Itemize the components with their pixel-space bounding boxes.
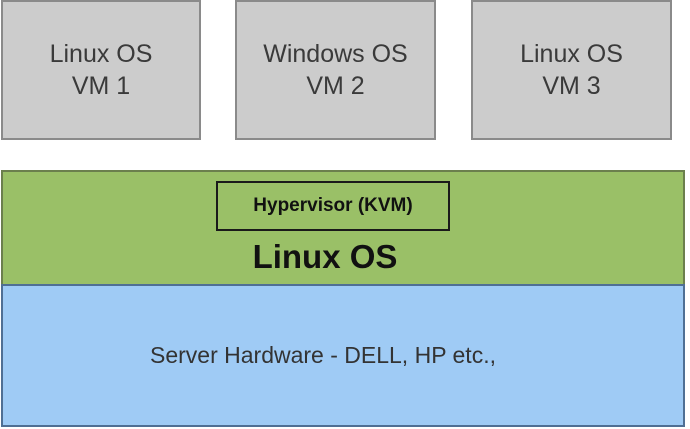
hardware-label: Server Hardware - DELL, HP etc., (150, 342, 496, 368)
hardware-layer: Server Hardware - DELL, HP etc., (1, 284, 685, 427)
vm-1-os-label: Linux OS (49, 40, 153, 68)
hypervisor-label: Hypervisor (KVM) (253, 195, 413, 216)
vm-1-name-label: VM 1 (71, 72, 131, 100)
vm-box-3: Linux OS VM 3 (471, 0, 672, 140)
host-os-layer: Hypervisor (KVM) Linux OS (1, 170, 685, 286)
vm-box-2: Windows OS VM 2 (235, 0, 436, 140)
host-os-title: Linux OS (252, 238, 398, 275)
vm-box-1: Linux OS VM 1 (1, 0, 201, 140)
vm-2-os-label: Windows OS (263, 40, 408, 68)
vm-2-name-label: VM 2 (306, 72, 365, 100)
hypervisor-box: Hypervisor (KVM) (216, 181, 450, 231)
vm-3-name-label: VM 3 (542, 72, 601, 100)
vm-3-os-label: Linux OS (520, 40, 623, 68)
